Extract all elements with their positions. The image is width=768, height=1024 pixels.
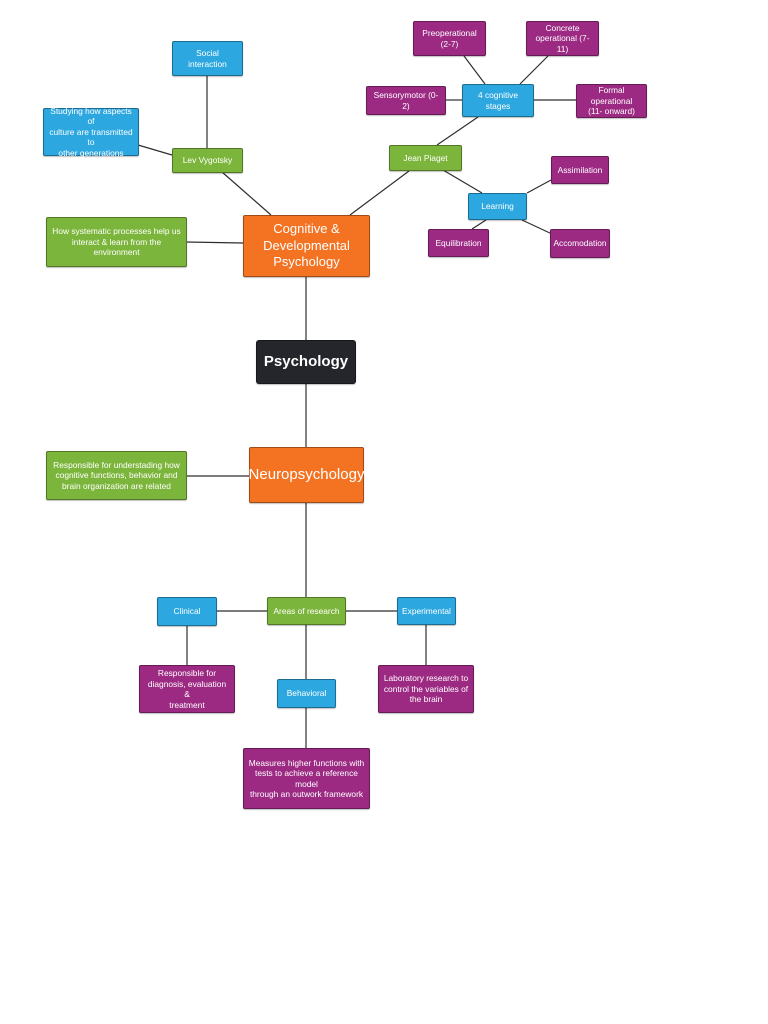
node-behavioral[interactable]: Behavioral bbox=[277, 679, 336, 708]
node-preoperational[interactable]: Preoperational (2-7) bbox=[413, 21, 486, 56]
node-cognitive-developmental[interactable]: Cognitive & Developmental Psychology bbox=[243, 215, 370, 277]
node-sensorymotor[interactable]: Sensorymotor (0-2) bbox=[366, 86, 446, 115]
edge-cognitive-vygotsky bbox=[221, 171, 272, 216]
edge-piaget-learning bbox=[442, 169, 483, 194]
node-lev-vygotsky[interactable]: Lev Vygotsky bbox=[172, 148, 243, 173]
node-areas-of-research[interactable]: Areas of research bbox=[267, 597, 346, 625]
node-jean-piaget[interactable]: Jean Piaget bbox=[389, 145, 462, 171]
node-psychology[interactable]: Psychology bbox=[256, 340, 356, 384]
node-accomodation[interactable]: Accomodation bbox=[550, 229, 610, 258]
node-equilibration[interactable]: Equilibration bbox=[428, 229, 489, 257]
edge-learning-accomodation bbox=[521, 219, 553, 235]
node-experimental-detail[interactable]: Laboratory research to control the varia… bbox=[378, 665, 474, 713]
edge-learning-equilibration bbox=[471, 219, 487, 230]
node-behavioral-detail[interactable]: Measures higher functions with tests to … bbox=[243, 748, 370, 809]
node-learning[interactable]: Learning bbox=[468, 193, 527, 220]
edge-cognitive-piaget bbox=[349, 170, 410, 216]
node-neuropsychology[interactable]: Neuropsychology bbox=[249, 447, 364, 503]
edge-learning-assimilation bbox=[526, 179, 552, 194]
node-assimilation[interactable]: Assimilation bbox=[551, 156, 609, 184]
node-social-interaction[interactable]: Social interaction bbox=[172, 41, 243, 76]
edge-stages-concrete bbox=[519, 55, 549, 85]
node-clinical[interactable]: Clinical bbox=[157, 597, 217, 626]
node-concrete-operational[interactable]: Concrete operational (7-11) bbox=[526, 21, 599, 56]
edge-cognitive-description bbox=[185, 241, 244, 244]
node-cognitive-description[interactable]: How systematic processes help us interac… bbox=[46, 217, 187, 267]
node-clinical-detail[interactable]: Responsible for diagnosis, evaluation & … bbox=[139, 665, 235, 713]
node-cognitive-stages[interactable]: 4 cognitive stages bbox=[462, 84, 534, 117]
edge-piaget-stages bbox=[436, 116, 479, 146]
node-experimental[interactable]: Experimental bbox=[397, 597, 456, 625]
edge-vygotsky-culture bbox=[137, 144, 173, 156]
node-neuro-description[interactable]: Responsible for understading how cogniti… bbox=[46, 451, 187, 500]
node-formal-operational[interactable]: Formal operational (11- onward) bbox=[576, 84, 647, 118]
node-culture-transmission[interactable]: Studying how aspects of culture are tran… bbox=[43, 106, 139, 158]
edge-stages-preoperational bbox=[463, 55, 486, 85]
